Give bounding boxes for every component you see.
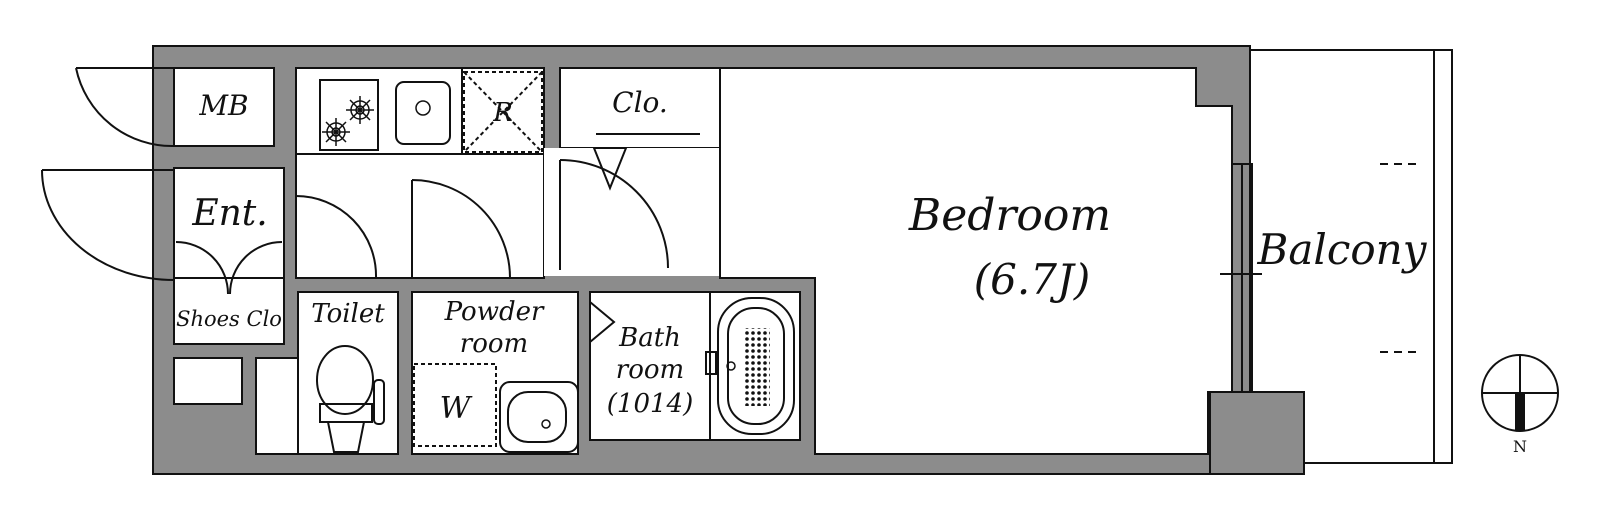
toilet-label: Toilet (311, 299, 385, 329)
closet-label: Clo. (612, 86, 668, 119)
refrigerator-label: R (492, 98, 513, 128)
powder-door-swing (411, 179, 511, 279)
bath-door-marker (589, 299, 616, 345)
refrigerator-cross (463, 71, 543, 153)
bath-label-line2: room (616, 355, 684, 385)
front-door-swing (75, 67, 175, 148)
balcony-outline (1250, 49, 1453, 464)
powder-room-label-line2: room (460, 329, 528, 359)
entrance-label: Ent. (191, 193, 267, 234)
toilet-room (297, 291, 399, 455)
washbasin-icon (499, 381, 579, 453)
shoes-closet-door-swing (175, 241, 229, 295)
bath-label-line1: Bath (618, 323, 681, 353)
shoes-closet-box (173, 277, 285, 345)
closet-door-swing (559, 159, 669, 269)
bedroom-size-label: (6.7J) (974, 255, 1090, 304)
mb-label: MB (198, 89, 248, 122)
washer-space (413, 363, 497, 447)
utility-box (173, 357, 243, 405)
balcony-side-wall (1209, 391, 1305, 475)
compass-icon (1481, 354, 1559, 432)
bedroom-floor (719, 67, 1233, 455)
sink-drain-icon (415, 100, 431, 116)
balcony-label: Balcony (1257, 225, 1428, 274)
pipe-space (255, 357, 299, 455)
stove-outline (319, 79, 379, 151)
entrance-floor (173, 167, 285, 279)
bath-label-line3: (1014) (607, 389, 693, 419)
kitchen-sink-icon (395, 81, 451, 145)
powder-room-label-line1: Powder (444, 297, 545, 327)
hallway-area (544, 148, 720, 276)
stove-burner-icon (322, 118, 350, 146)
washer-label: W (440, 391, 473, 426)
stove-burner-icon (346, 96, 374, 124)
bedroom-label: Bedroom (908, 190, 1111, 241)
bathtub-icon (705, 297, 795, 435)
toilet-icon (316, 345, 385, 453)
shoes-closet-door-swing (229, 241, 283, 295)
refrigerator-cross (463, 71, 543, 153)
shoes-closet-label: Shoes Clo (176, 307, 282, 331)
refrigerator-space (463, 71, 543, 153)
mb-cabinet (173, 67, 275, 147)
entrance-door-swing (41, 169, 175, 281)
bathtub-drain-grid (744, 328, 770, 406)
compass-north-label: N (1513, 437, 1527, 456)
toilet-door-swing (295, 195, 378, 279)
